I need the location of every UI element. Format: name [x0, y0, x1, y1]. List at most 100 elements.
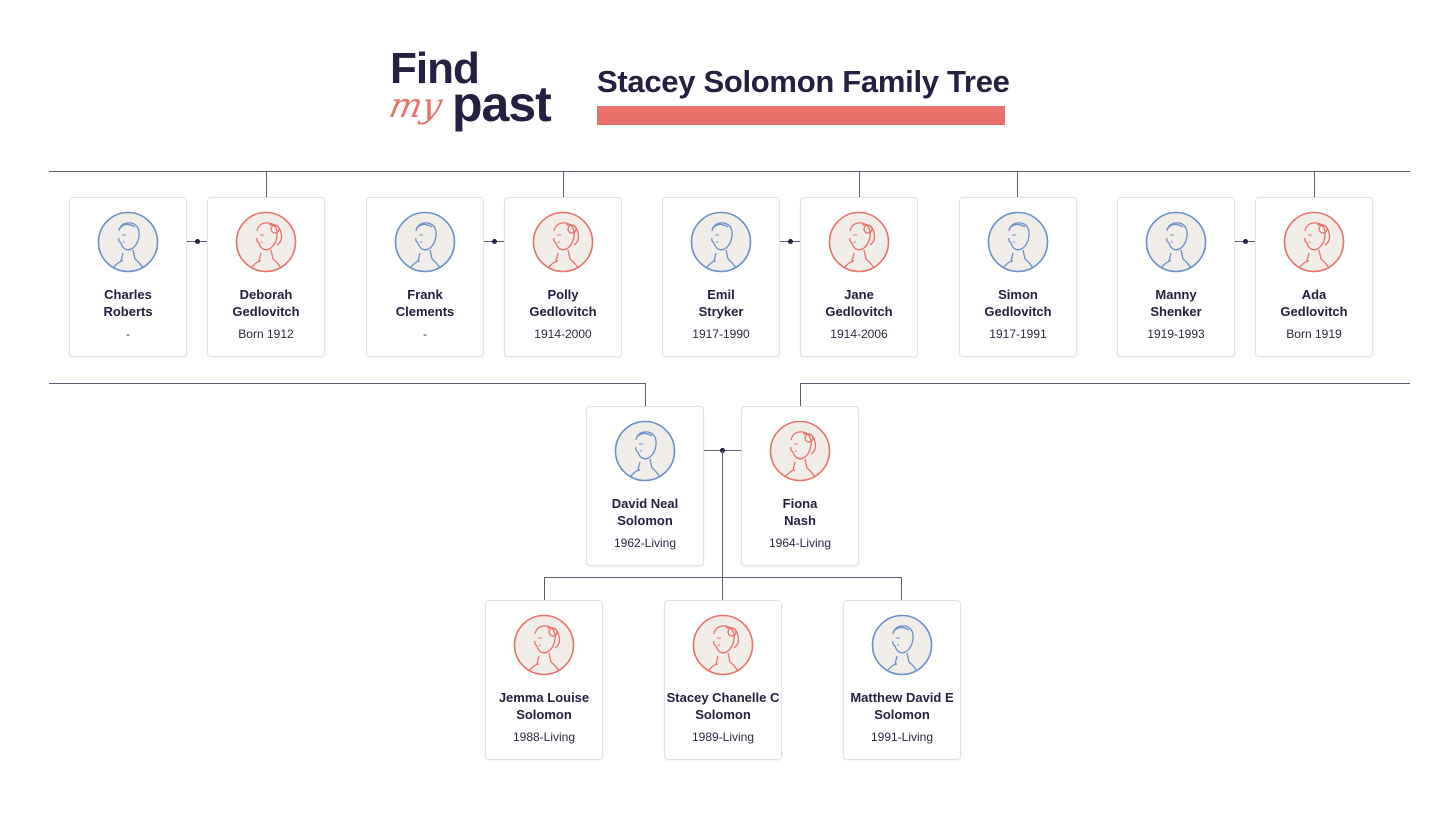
- last-name: Gedlovitch: [825, 304, 893, 319]
- logo-past: past: [452, 76, 552, 132]
- first-name: Manny: [1155, 287, 1197, 302]
- first-name: Polly: [547, 287, 579, 302]
- first-name: David Neal: [611, 496, 679, 511]
- connector-line: [800, 383, 801, 406]
- connector-line: [266, 171, 267, 197]
- logo-my: my: [385, 86, 446, 126]
- person-card[interactable]: Stacey Chanelle C Solomon 1989-Living: [664, 600, 782, 760]
- connector-line: [544, 577, 545, 600]
- last-name: Stryker: [698, 304, 744, 319]
- person-dates: 1919-1993: [1147, 327, 1205, 341]
- person-dates: 1991-Living: [870, 730, 934, 744]
- connector-line: [859, 171, 860, 197]
- last-name: Gedlovitch: [232, 304, 300, 319]
- person-dates: 1917-1991: [989, 327, 1047, 341]
- male-avatar-icon: [1145, 211, 1207, 273]
- person-name: Matthew David E Solomon: [844, 689, 960, 723]
- connector-line: [563, 171, 564, 197]
- connector-line: [1314, 171, 1315, 197]
- first-name: Charles: [104, 287, 152, 302]
- person-card[interactable]: Matthew David E Solomon 1991-Living: [843, 600, 961, 760]
- last-name: Shenker: [1150, 304, 1202, 319]
- male-avatar-icon: [871, 614, 933, 676]
- marriage-dot: [491, 239, 497, 244]
- female-avatar-icon: [235, 211, 297, 273]
- male-avatar-icon: [614, 420, 676, 482]
- female-avatar-icon: [828, 211, 890, 273]
- first-name: Matthew David E: [850, 690, 954, 705]
- first-name: Jane: [844, 287, 874, 302]
- last-name: Roberts: [103, 304, 153, 319]
- first-name: Jemma Louise: [498, 690, 590, 705]
- female-avatar-icon: [532, 211, 594, 273]
- person-dates: 1962-Living: [613, 536, 677, 550]
- male-avatar-icon: [987, 211, 1049, 273]
- person-dates: -: [126, 327, 130, 341]
- last-name: Gedlovitch: [984, 304, 1052, 319]
- person-dates: 1989-Living: [691, 730, 755, 744]
- logo-find: Find: [390, 44, 480, 93]
- last-name: Gedlovitch: [529, 304, 597, 319]
- last-name: Solomon: [874, 707, 930, 722]
- last-name: Solomon: [695, 707, 751, 722]
- person-dates: -: [423, 327, 427, 341]
- connector-line: [49, 383, 646, 384]
- male-avatar-icon: [690, 211, 752, 273]
- first-name: Ada: [1301, 287, 1327, 302]
- marriage-dot: [1242, 239, 1248, 244]
- person-dates: 1988-Living: [512, 730, 576, 744]
- person-dates: 1964-Living: [768, 536, 832, 550]
- person-dates: 1914-2000: [534, 327, 592, 341]
- marriage-dot: [194, 239, 200, 244]
- person-name: Stacey Chanelle C Solomon: [665, 689, 781, 723]
- first-name: Simon: [998, 287, 1038, 302]
- title-underline-bar: [597, 106, 1005, 125]
- first-name: Stacey Chanelle C: [666, 690, 780, 705]
- connector-line: [49, 171, 1410, 172]
- connector-line: [722, 450, 723, 600]
- person-dates: 1914-2006: [830, 327, 888, 341]
- male-avatar-icon: [97, 211, 159, 273]
- connector-line: [1017, 171, 1018, 197]
- female-avatar-icon: [769, 420, 831, 482]
- first-name: Frank: [407, 287, 443, 302]
- first-name: Fiona: [782, 496, 818, 511]
- female-avatar-icon: [513, 614, 575, 676]
- connector-line: [901, 577, 902, 600]
- first-name: Emil: [707, 287, 735, 302]
- last-name: Gedlovitch: [1280, 304, 1348, 319]
- findmypast-logo: Find my past: [386, 44, 560, 141]
- last-name: Solomon: [516, 707, 572, 722]
- page-title: Stacey Solomon Family Tree: [597, 64, 1010, 99]
- connector-line: [800, 383, 1410, 384]
- last-name: Nash: [784, 513, 816, 528]
- female-avatar-icon: [1283, 211, 1345, 273]
- last-name: Solomon: [617, 513, 673, 528]
- person-dates: Born 1912: [238, 327, 294, 341]
- male-avatar-icon: [394, 211, 456, 273]
- connector-line: [645, 383, 646, 406]
